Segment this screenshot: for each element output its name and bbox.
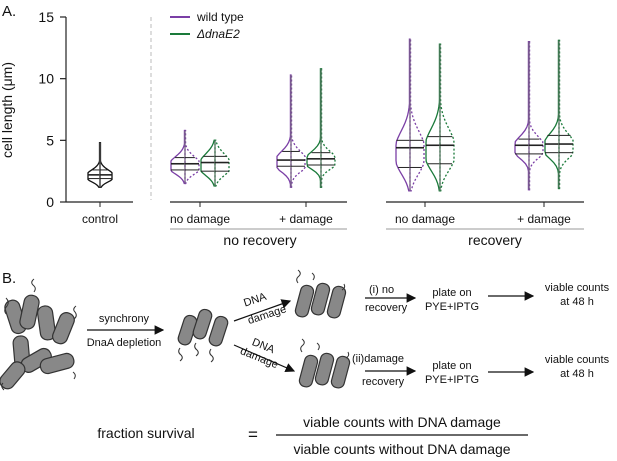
plate-top-line1: plate on (432, 287, 471, 299)
category-label: no damage (395, 212, 455, 226)
legend-label-dnae2: ΔdnaE2 (196, 27, 240, 41)
violin-wild-type-recovery-nodamage-left (395, 38, 411, 192)
violin-wild-type-no-recovery-damage-left (276, 74, 292, 188)
dna-damage-top-line1: DNA (242, 291, 268, 310)
violin-control-right (99, 142, 113, 188)
legend: wild type ΔdnaE2 (170, 10, 244, 41)
panel-b-label: B. (2, 270, 16, 287)
panel-a: A. cell length (μm) 0 5 10 15 control no da… (0, 3, 584, 248)
dna-damage-arrow-top (233, 299, 292, 322)
violin-dnae2-recovery-damage-right (558, 39, 574, 190)
viable-top-line2: at 48 h (560, 296, 594, 308)
recovery-branch-line2: recovery (362, 376, 405, 388)
violin-wild-type-recovery-damage-left (514, 41, 530, 191)
y-tick-label: 10 (38, 71, 54, 87)
group-label-no-recovery: no recovery (223, 232, 296, 248)
no-recovery-branch-line1: (i) no (369, 284, 394, 296)
legend-label-wild-type: wild type (196, 10, 244, 24)
formula-denominator: viable counts without DNA damage (293, 441, 510, 457)
viable-bottom-line1: viable counts (545, 354, 610, 366)
viable-bottom-line2: at 48 h (560, 368, 594, 380)
violin-wild-type-no-recovery-nodamage-left (170, 129, 186, 185)
damaged-cells-icon-bottom (298, 352, 351, 389)
damaged-cells-icon-top (294, 282, 347, 319)
plate-bottom-line1: plate on (432, 360, 471, 372)
category-label: + damage (517, 212, 571, 226)
group-label-recovery: recovery (468, 232, 522, 248)
violin-wild-type-no-recovery-damage-right (290, 74, 306, 188)
dnaa-depletion-label: DnaA depletion (87, 337, 162, 349)
plate-top-line2: PYE+IPTG (425, 301, 479, 313)
formula-lhs: fraction survival (97, 425, 194, 441)
flagella-icon (1, 278, 77, 391)
category-label: + damage (279, 212, 333, 226)
panel-a-label: A. (2, 3, 16, 20)
violin-control-left (87, 142, 101, 188)
panel-b: B. synchrony DnaA depletion (0, 269, 610, 391)
y-axis-label: cell length (μm) (0, 62, 15, 158)
formula-equals: = (248, 425, 258, 444)
violin-wild-type-recovery-nodamage-right (409, 38, 425, 192)
y-tick-label: 0 (46, 194, 54, 210)
violin-wild-type-no-recovery-nodamage-right (184, 129, 200, 185)
synchrony-label: synchrony (99, 313, 150, 325)
violin-marks (87, 38, 574, 192)
damaged-cells-flagella-top (296, 269, 346, 291)
viable-top-line1: viable counts (545, 282, 610, 294)
damaged-cells-flagella-bottom (300, 338, 350, 359)
recovery-branch-line1: (ii)damage (352, 353, 404, 365)
synchronized-cells-icon (177, 308, 229, 347)
formula-numerator: viable counts with DNA damage (303, 414, 501, 430)
violin-dnae2-no-recovery-damage-left (306, 68, 322, 188)
swarmer-flagella-icon (178, 342, 214, 363)
cell-cluster-icon (0, 294, 75, 390)
y-tick-label: 15 (38, 9, 54, 25)
violin-dnae2-recovery-damage-left (544, 39, 560, 190)
x-ticks (99, 202, 545, 207)
violin-dnae2-recovery-nodamage-left (425, 43, 441, 192)
category-label: control (82, 212, 118, 226)
plate-bottom-line2: PYE+IPTG (425, 374, 479, 386)
violin-dnae2-no-recovery-damage-right (320, 68, 336, 188)
y-ticks: 0 5 10 15 (38, 9, 66, 210)
violin-wild-type-recovery-damage-right (528, 41, 544, 191)
violin-dnae2-recovery-nodamage-right (439, 43, 455, 192)
category-label: no damage (170, 212, 230, 226)
no-recovery-branch-line2: recovery (365, 302, 408, 314)
survival-formula: fraction survival = viable counts with D… (97, 414, 528, 457)
y-tick-label: 5 (46, 132, 54, 148)
dna-damage-arrow-bottom (233, 344, 296, 373)
